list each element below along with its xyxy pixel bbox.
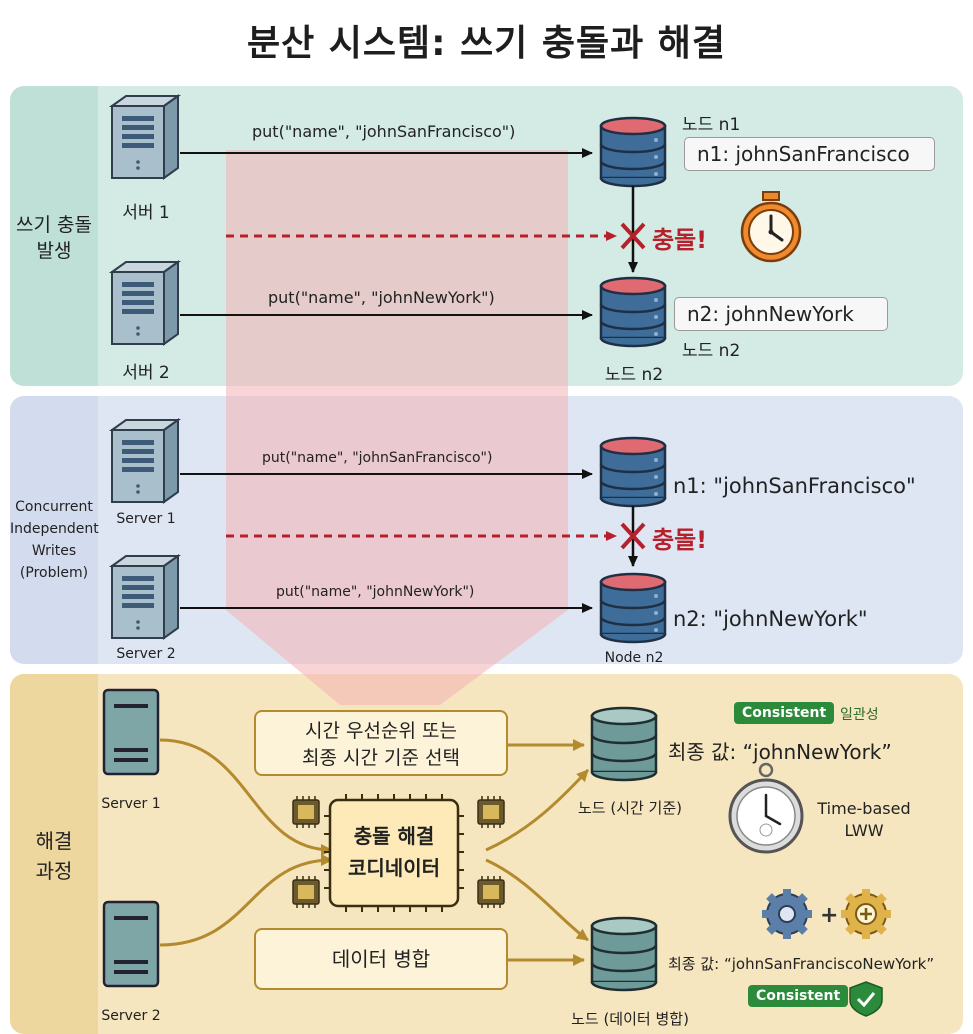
- server-tower-icon: [102, 688, 160, 776]
- pocket-watch-icon: [728, 762, 804, 854]
- put-request-1: put("name", "johnSanFrancisco"): [262, 450, 493, 466]
- node-time-label: 노드 (시간 기준): [577, 799, 683, 817]
- database-icon: [599, 436, 667, 508]
- coordinator-chip-icon: [324, 794, 464, 912]
- server1-label: 서버 1: [122, 203, 170, 223]
- flow-arrow-to-node-merge: [485, 858, 589, 942]
- put-request-1: put("name", "johnSanFrancisco"): [252, 122, 516, 141]
- consistent-badge: Consistent: [748, 985, 849, 1007]
- plus-icon: +: [820, 903, 838, 928]
- conflict-x-icon: [620, 222, 646, 250]
- database-icon: [590, 706, 658, 782]
- node-n2-label: 노드 n2: [682, 341, 741, 361]
- flow-arrow-server2: [159, 854, 333, 947]
- node-n1-value: n1: "johnSanFrancisco": [673, 474, 916, 498]
- server-tower-icon: [102, 900, 160, 988]
- node-merge-label: 노드 (데이터 병합): [571, 1010, 689, 1028]
- section-tab-1: [10, 86, 98, 386]
- stopwatch-icon: [740, 191, 802, 263]
- chip-icon: [477, 875, 505, 909]
- chip-icon: [292, 795, 320, 829]
- section-tab-3: [10, 674, 98, 1034]
- section2-label: Concurrent Independent Writes (Problem): [10, 499, 99, 581]
- database-icon: [599, 116, 667, 188]
- node-n1-value: n1: johnSanFrancisco: [684, 137, 935, 171]
- strategy-data-merge-box: 데이터 병합: [254, 928, 508, 990]
- server-icon: [111, 95, 179, 179]
- flow-arrow-server1: [159, 738, 333, 856]
- shield-check-icon: [849, 981, 883, 1017]
- node-n2-caption: Node n2: [604, 650, 664, 666]
- server1-label: Server 1: [101, 796, 161, 812]
- server-icon: [111, 261, 179, 345]
- server2-label: Server 2: [116, 646, 176, 662]
- put-request-2: put("name", "johnNewYork"): [268, 288, 495, 307]
- server1-label: Server 1: [116, 511, 176, 527]
- server2-label: Server 2: [101, 1008, 161, 1024]
- node-n2-value: n2: johnNewYork: [674, 297, 888, 331]
- flow-arrow-to-node-time: [485, 768, 590, 852]
- chip-icon: [292, 875, 320, 909]
- database-icon: [599, 276, 667, 348]
- server-icon: [111, 555, 179, 639]
- diagram-title: 분산 시스템: 쓰기 충돌과 해결: [247, 23, 726, 64]
- section3-label: 해결 과정: [35, 829, 73, 883]
- lww-label: Time-based LWW: [817, 799, 911, 840]
- conflict-label: 충돌!: [652, 526, 708, 554]
- node-n2-caption: 노드 n2: [604, 365, 664, 385]
- gear-plus-icon: [841, 889, 891, 939]
- section-tab-2: [10, 396, 98, 664]
- database-icon: [590, 916, 658, 992]
- final-value-merge: 최종 값: “johnSanFranciscoNewYork”: [668, 955, 935, 973]
- chip-icon: [477, 795, 505, 829]
- node-n1-label: 노드 n1: [682, 115, 741, 135]
- final-value-time: 최종 값: “johnNewYork”: [668, 740, 892, 764]
- consistency-label: 일관성: [840, 707, 879, 723]
- coordinator-label: 충돌 해결 코디네이터: [348, 824, 440, 880]
- section1-label: 쓰기 충돌 발생: [16, 214, 92, 262]
- node-n2-value: n2: "johnNewYork": [673, 607, 868, 631]
- consistent-badge: Consistent: [734, 702, 835, 724]
- conflict-x-icon: [620, 522, 646, 550]
- gear-icon: [762, 889, 812, 939]
- strategy-time-priority-box: 시간 우선순위 또는 최종 시간 기준 선택: [254, 710, 508, 776]
- server-icon: [111, 419, 179, 503]
- database-icon: [599, 572, 667, 644]
- server2-label: 서버 2: [122, 363, 170, 383]
- put-request-2: put("name", "johnNewYork"): [276, 584, 475, 600]
- conflict-label: 충돌!: [652, 226, 708, 254]
